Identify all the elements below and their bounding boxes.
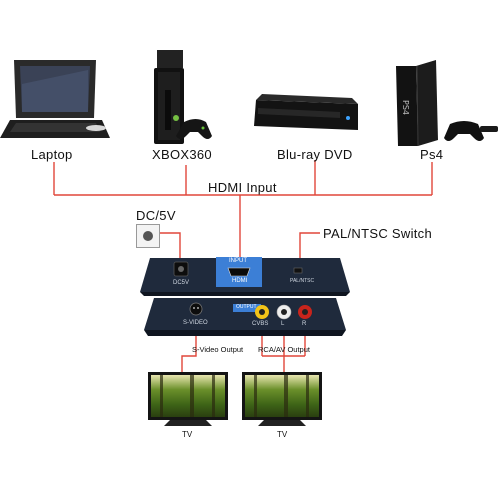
switch-label: PAL/NTSC Switch xyxy=(323,226,433,241)
dc-line xyxy=(158,232,181,262)
source-label-xbox360: XBOX360 xyxy=(152,147,212,162)
hdmi-port-label: HDMI xyxy=(232,278,248,284)
dc-plug-icon xyxy=(143,231,153,241)
source-label-ps4: Ps4 xyxy=(420,147,444,162)
svideo-port-label: S-VIDEO xyxy=(183,320,208,326)
cvbs-port-label: CVBS xyxy=(252,321,269,327)
switch-line xyxy=(299,232,320,262)
source-label-bluray: Blu-ray DVD xyxy=(277,147,353,162)
dc-label: DC/5V xyxy=(136,208,176,223)
hdmi-badge: INPUT xyxy=(229,258,247,264)
tv-label-right: TV xyxy=(277,430,288,439)
dc-port-label: DC5V xyxy=(173,280,190,286)
r-port-label: R xyxy=(302,321,307,327)
dc-adapter-box xyxy=(136,224,160,248)
output-badge: OUTPUT xyxy=(236,304,257,310)
svg-text:PS4: PS4 xyxy=(401,100,410,115)
switch-port-label: PAL/NTSC xyxy=(290,278,315,284)
tv-label-left: TV xyxy=(182,430,193,439)
source-label-laptop: Laptop xyxy=(31,147,73,162)
svideo-output-label: S-Video Output xyxy=(192,345,244,354)
l-port-label: L xyxy=(281,321,285,327)
rca-output-label: RCA/AV Output xyxy=(258,345,310,354)
hdmi-input-label: HDMI Input xyxy=(208,180,277,195)
